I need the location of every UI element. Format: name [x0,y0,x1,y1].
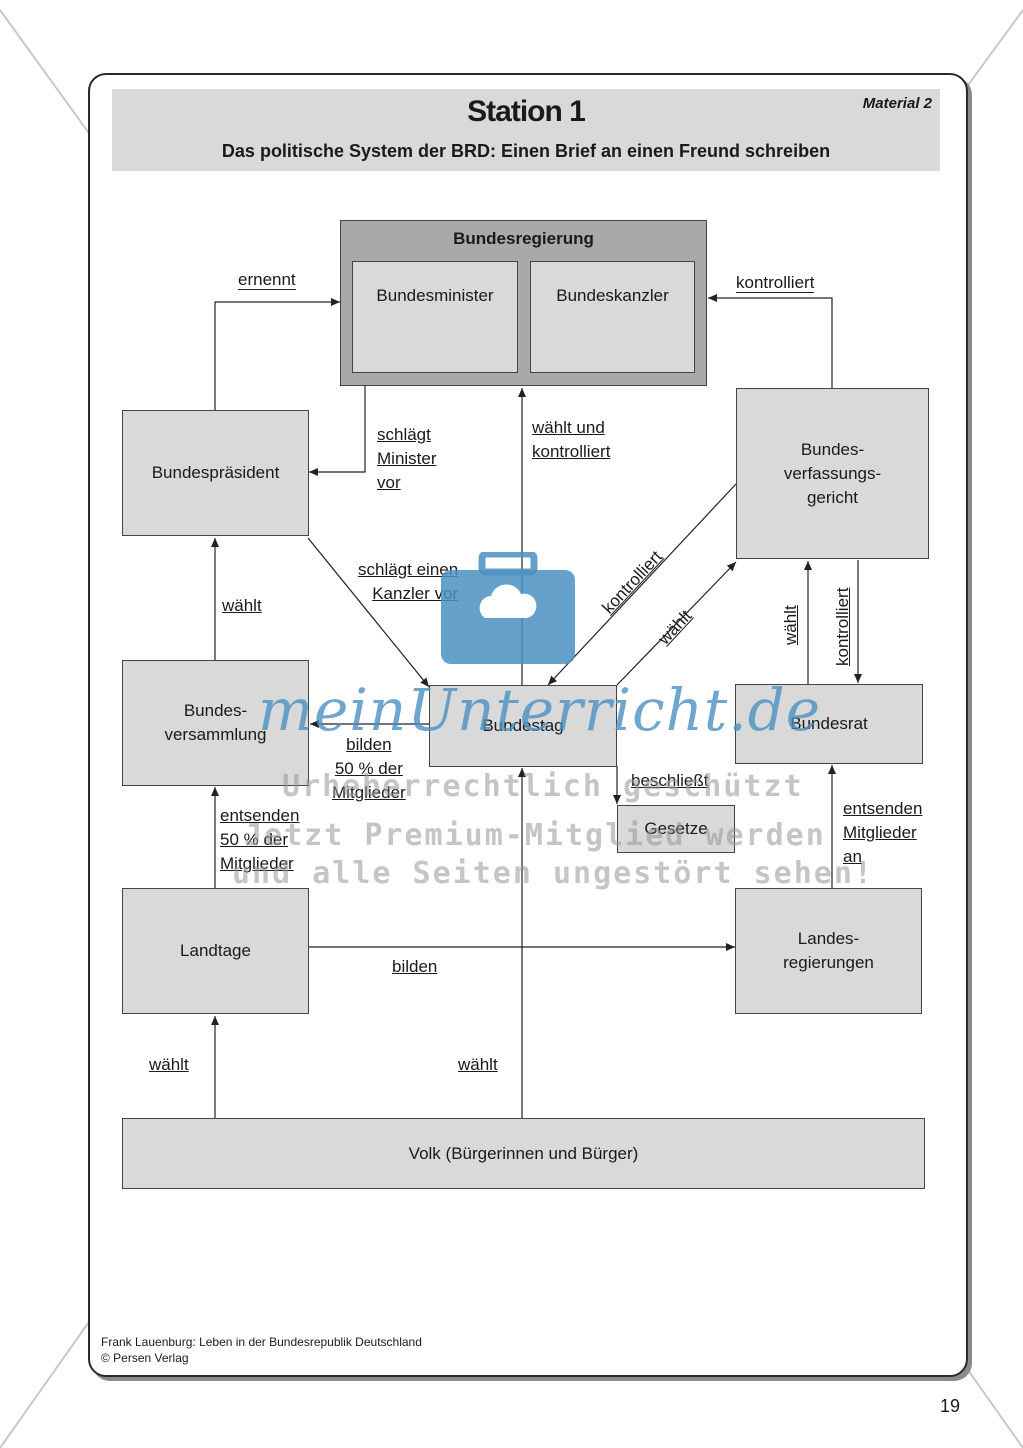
header-bar: Station 1 Material 2 Das politische Syst… [112,89,940,171]
label-bilden: bilden [392,957,438,976]
footer-line-1: Frank Lauenburg: Leben in der Bundesrepu… [101,1335,422,1349]
label-kontrolliert-top: kontrolliert [736,273,815,293]
label-waehlt-bvg: wählt [781,605,800,645]
label-beschliesst: beschließt [631,771,709,790]
footer-credit: Frank Lauenburg: Leben in der Bundesrepu… [101,1334,422,1366]
bundespraesident-box: Bundespräsident [122,410,309,536]
bundesverfassungsgericht-box: Bundes- verfassungs- gericht [736,388,929,559]
bundeskanzler-box: Bundeskanzler [530,261,695,373]
label-waehlt-bundespraesident: wählt [222,596,262,615]
label-ernennt: ernennt [238,270,296,290]
bundesrat-box: Bundesrat [735,684,923,764]
material-label: Material 2 [862,95,932,112]
label-waehlt-landtage: wählt [149,1055,189,1074]
volk-box: Volk (Bürgerinnen und Bürger) [122,1118,925,1189]
bundesregierung-label: Bundesregierung [453,229,594,248]
bundesminister-box: Bundesminister [352,261,518,373]
label-bilden-50: bilden 50 % der Mitglieder [332,735,406,802]
label-schlaegt-minister: schlägt Minister vor [377,425,437,492]
page-title: Station 1 [467,95,586,128]
bundestag-box: Bundestag [429,685,617,767]
landesregierungen-box: Landes- regierungen [735,888,922,1014]
label-schlaegt-kanzler: schlägt einen Kanzler vor [358,560,459,603]
footer-line-2: © Persen Verlag [101,1351,189,1365]
page-number: 19 [940,1396,961,1416]
label-kontrolliert-bundesrat: kontrolliert [833,587,852,666]
bundesversammlung-box: Bundes- versammlung [122,660,309,786]
gesetze-box: Gesetze [617,805,735,853]
page-subtitle: Das politische System der BRD: Einen Bri… [221,141,831,161]
label-waehlt-bundestag: wählt [458,1055,498,1074]
label-waehlt-und-kontrolliert: wählt und kontrolliert [532,418,611,461]
label-entsenden-mitglieder: entsenden Mitglieder an [843,799,923,866]
label-entsenden-50: entsenden 50 % der Mitglieder [220,806,300,873]
landtage-box: Landtage [122,888,309,1014]
